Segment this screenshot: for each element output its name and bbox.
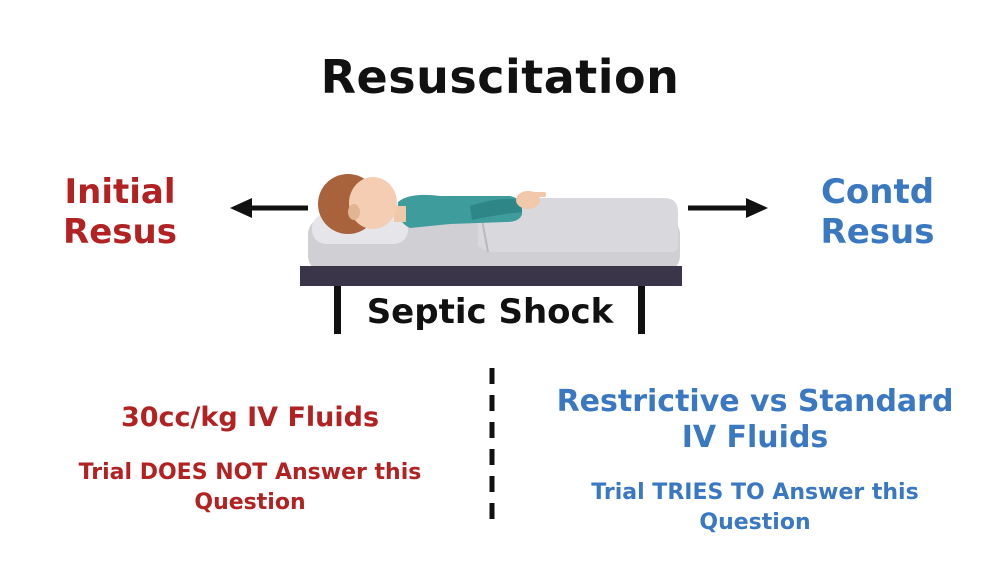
initial-resus-heading: Initial Resus [40,172,200,252]
initial-resus-line2: Resus [63,212,177,252]
right-arrow-icon [688,198,768,218]
patient-in-bed-icon [300,174,682,334]
septic-shock-label: Septic Shock [366,292,614,332]
contd-resus-line2: Resus [820,212,935,252]
left-arrow-icon [230,198,308,218]
initial-resus-line1: Initial [64,172,176,212]
page-title: Resuscitation [320,50,680,104]
contd-trial-text: Trial TRIES TO Answer this Question [591,480,919,535]
contd-resus-heading: Contd Resus [795,172,960,252]
initial-trial-text: Trial DOES NOT Answer this Question [78,460,422,515]
contd-resus-line1: Contd [820,172,935,212]
initial-fluids-text: 30cc/kg IV Fluids [120,402,380,433]
contd-fluids-text: Restrictive vs Standard IV Fluids [556,384,954,455]
